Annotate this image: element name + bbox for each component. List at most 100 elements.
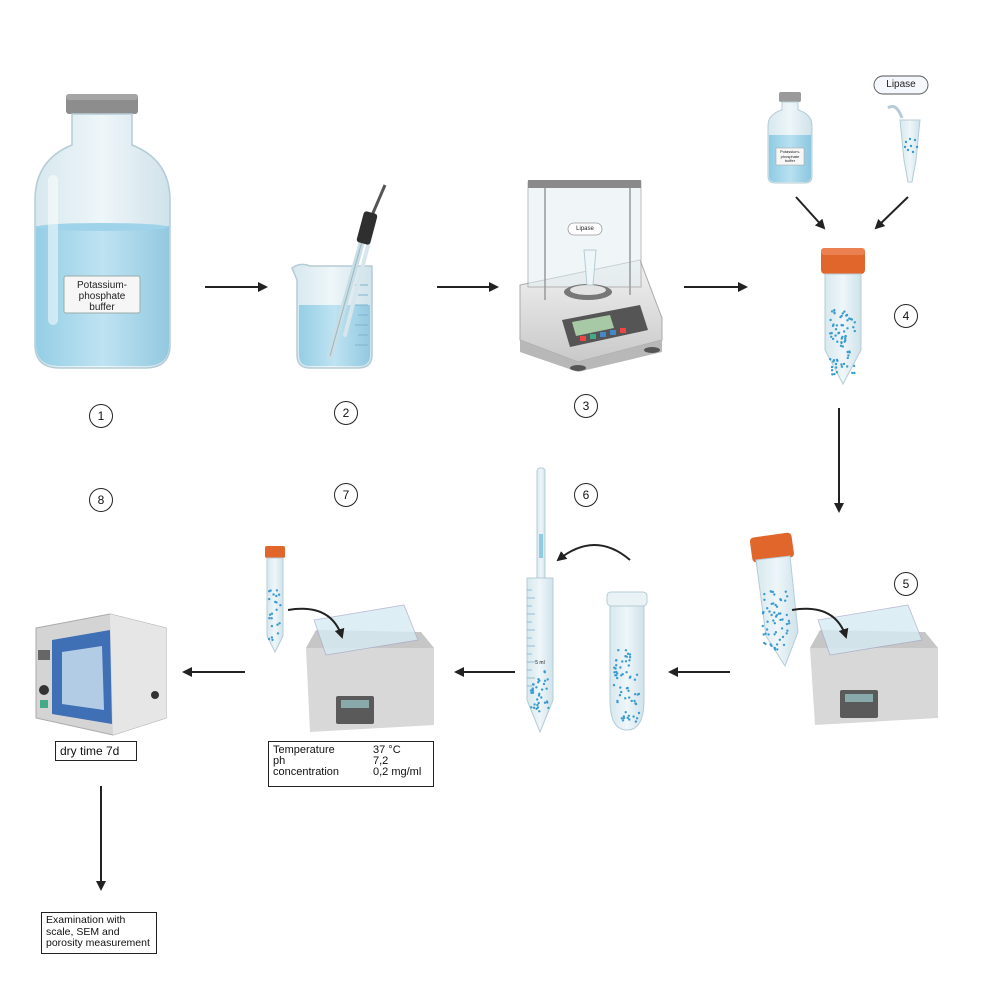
- beaker-ph-electrode-icon: [291, 184, 387, 369]
- tube-step7-icon: [265, 546, 285, 654]
- particle-dot: [761, 612, 765, 615]
- particle-dot: [835, 324, 839, 327]
- particle-dot: [777, 612, 780, 615]
- particle-dot: [622, 716, 626, 720]
- particle-dot: [531, 689, 534, 692]
- particle-dot: [764, 632, 767, 635]
- particle-dot: [270, 624, 274, 628]
- particle-dot: [530, 706, 533, 709]
- particle-dot: [626, 716, 629, 720]
- particle-dot: [533, 703, 536, 706]
- particle-dot: [830, 335, 833, 338]
- bottle-label: Potassium- phosphate buffer: [64, 280, 140, 313]
- particle-dot: [763, 592, 766, 596]
- particle-dot: [627, 689, 630, 692]
- particle-dot: [268, 613, 272, 616]
- particle-dot: [788, 622, 791, 625]
- particle-dot: [537, 701, 540, 705]
- particle-dot: [616, 699, 619, 703]
- parameter-value: 0,2 mg/ml: [373, 766, 422, 778]
- pipette-mark-label: 5 ml: [535, 660, 545, 666]
- particle-dot: [781, 635, 785, 639]
- particle-dot: [628, 718, 631, 721]
- particle-dot: [766, 620, 769, 623]
- particle-dot: [617, 649, 620, 652]
- particle-dot: [762, 633, 765, 636]
- bottle-label-line: phosphate: [78, 291, 126, 302]
- particle-dot: [844, 334, 847, 338]
- particle-dot: [844, 337, 847, 340]
- particle-dot: [778, 638, 781, 641]
- parameter-row: Temperature 37 °C: [273, 744, 429, 756]
- particle-dot: [619, 666, 622, 669]
- particle-dot: [615, 674, 618, 677]
- parameter-name: ph: [273, 755, 286, 767]
- particle-dot: [276, 623, 279, 626]
- particle-dot: [775, 643, 779, 646]
- particle-dot: [614, 659, 618, 662]
- particle-dot: [830, 365, 834, 369]
- particle-dot: [766, 607, 769, 610]
- particle-dot: [547, 706, 550, 710]
- particle-dot: [625, 655, 628, 658]
- particle-dot: [846, 327, 849, 330]
- particle-dot: [537, 681, 540, 684]
- particle-dot: [782, 643, 786, 647]
- particle-dot: [635, 717, 639, 720]
- particle-dot: [773, 611, 776, 614]
- particle-dot: [268, 597, 271, 601]
- particle-dot: [829, 358, 832, 361]
- particle-dot: [764, 642, 767, 646]
- particle-dot: [831, 337, 835, 341]
- particle-dot: [540, 696, 543, 699]
- particle-dot: [830, 310, 834, 313]
- step-number-2: 2: [334, 401, 358, 425]
- particle-dot: [634, 702, 638, 706]
- particle-dot: [628, 653, 632, 656]
- particle-dot: [536, 698, 539, 701]
- arrow-bottle-tube: [795, 196, 826, 230]
- step-number-4: 4: [894, 304, 918, 328]
- particle-dot: [786, 629, 789, 632]
- particle-dot: [833, 308, 836, 312]
- particle-dot: [773, 648, 777, 651]
- bottle-label-line: buffer: [89, 302, 115, 313]
- lipase-top-label: Lipase: [886, 79, 916, 90]
- particle-dot: [853, 321, 856, 324]
- falcon-tube-step4-icon: [821, 248, 865, 386]
- particle-dot: [849, 317, 852, 321]
- particle-dot: [629, 675, 632, 678]
- small-bottle-label-line: Potassium-: [779, 149, 800, 154]
- particle-dot: [853, 329, 856, 333]
- particle-dot: [621, 719, 625, 722]
- step-number-1: 1: [89, 404, 113, 428]
- particle-dot: [627, 664, 630, 667]
- particle-dot: [785, 622, 789, 626]
- particle-dot: [622, 715, 625, 718]
- step-number-7: 7: [334, 483, 358, 507]
- particle-dot: [535, 686, 538, 689]
- small-bottle-label-line: buffer: [784, 158, 796, 163]
- particle-dot: [785, 632, 788, 635]
- particle-dot: [840, 341, 843, 344]
- particle-dot: [775, 605, 779, 608]
- particle-dot: [270, 617, 273, 620]
- particle-dot: [624, 697, 627, 700]
- particle-dot: [841, 324, 844, 327]
- particle-dot: [843, 330, 846, 333]
- parameter-table: Temperature 37 °C ph 7,2 concentration 0…: [268, 741, 434, 787]
- particle-dot: [853, 371, 856, 375]
- particle-dot: [776, 648, 779, 651]
- particle-dot: [846, 356, 849, 360]
- particle-dot: [621, 660, 624, 663]
- parameter-value: 7,2: [373, 755, 389, 767]
- parameter-value: 37 °C: [373, 744, 401, 756]
- examination-line: Examination with: [46, 914, 126, 926]
- particle-dot: [852, 364, 856, 368]
- particle-dot: [619, 686, 622, 689]
- analytical-balance-icon: [519, 180, 663, 372]
- small-bottle-label: Potassium- phosphate buffer: [774, 149, 806, 164]
- particle-dot: [275, 601, 278, 604]
- step-number-6: 6: [574, 483, 598, 507]
